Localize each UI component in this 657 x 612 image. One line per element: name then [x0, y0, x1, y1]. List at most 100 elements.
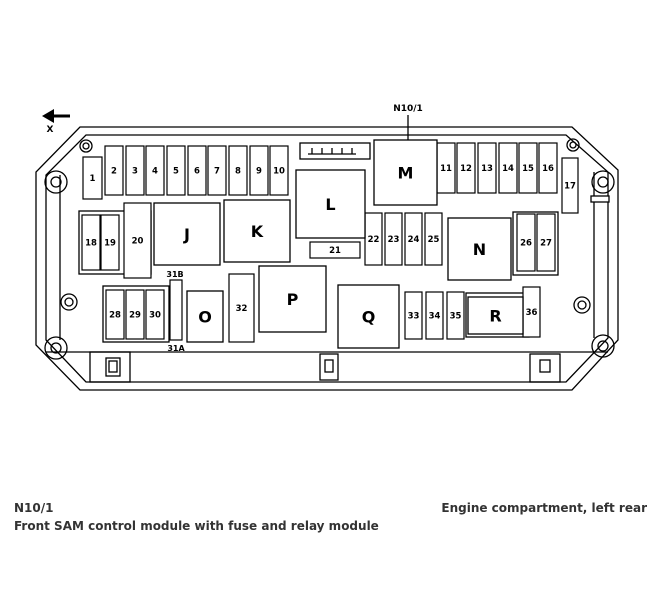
fuse-label-6: 6 — [194, 167, 200, 177]
relay-label-p: P — [287, 290, 299, 309]
fuse-slot-24 — [404, 212, 423, 266]
fuse-slot-19 — [100, 214, 120, 271]
fuse-slot-30 — [145, 289, 165, 340]
relay-r — [467, 296, 524, 335]
fuse-label-14: 14 — [502, 164, 514, 174]
fuse-slot-5 — [166, 145, 186, 196]
direction-label: X — [47, 125, 54, 135]
relay-label-o: O — [198, 308, 212, 327]
fuse-slot-32 — [228, 273, 255, 343]
relay-o — [186, 290, 224, 343]
fuse-label-11: 11 — [440, 164, 452, 174]
relay-m — [373, 139, 438, 206]
fuse-label-4: 4 — [152, 167, 158, 177]
fuse-slot-29 — [125, 289, 145, 340]
fuse-slot-12 — [456, 142, 476, 194]
fuse-label-3: 3 — [132, 167, 138, 177]
fuse-slot-8 — [228, 145, 248, 196]
caption-code: N10/1 — [14, 501, 54, 515]
relay-label-m: M — [398, 164, 414, 183]
fuse-slot-17 — [561, 157, 579, 214]
fuse-slot-1 — [82, 156, 103, 200]
fuse-label-27: 27 — [540, 239, 552, 249]
caption-location: Engine compartment, left rear — [441, 501, 647, 515]
fuse-slot-2 — [104, 145, 124, 196]
fuse-slot-20 — [123, 202, 152, 279]
fuse-label-25: 25 — [428, 235, 440, 245]
relay-label-j: J — [183, 225, 190, 244]
group-bracket-26-27 — [512, 211, 559, 276]
fuse-slot-35 — [446, 291, 465, 340]
fuse-slot-14 — [498, 142, 518, 194]
relay-label-k: K — [251, 222, 264, 241]
fuse-label-13: 13 — [481, 164, 493, 174]
fuse-slot-13 — [477, 142, 497, 194]
fuse-label-35: 35 — [450, 312, 462, 322]
relay-l — [295, 169, 366, 239]
fuse-label-32: 32 — [236, 304, 248, 314]
fuse-slot-10 — [269, 145, 289, 196]
fuse-slot-22 — [364, 212, 383, 266]
fuse-slot-34 — [425, 291, 444, 340]
fuse-label-24: 24 — [408, 235, 420, 245]
fuse-label-29: 29 — [129, 311, 141, 321]
fuse-label-2: 2 — [111, 167, 117, 177]
fuse-label-20: 20 — [132, 237, 144, 247]
fuse-slot-25 — [424, 212, 443, 266]
fuse-slot-9 — [249, 145, 269, 196]
top-connector — [299, 142, 371, 160]
fuse-slot-4 — [145, 145, 165, 196]
housing-rail — [590, 195, 610, 203]
fuse-label-16: 16 — [542, 164, 554, 174]
fuse-label-5: 5 — [173, 167, 179, 177]
relay-p — [258, 265, 327, 333]
fuse-label-36: 36 — [526, 308, 538, 318]
fuse-label-34: 34 — [429, 312, 441, 322]
relay-label-l: L — [325, 195, 335, 214]
housing-inner-outline — [45, 134, 609, 383]
fuse-slot-6 — [187, 145, 207, 196]
fuse-label-17: 17 — [564, 182, 576, 192]
fuse-label-10: 10 — [273, 167, 285, 177]
direction-arrow-icon — [42, 109, 70, 123]
fuse-label-21: 21 — [329, 246, 341, 256]
relay-k — [223, 199, 291, 263]
relay-n — [447, 217, 512, 281]
relay-j — [153, 202, 221, 266]
fuse-slot-16 — [538, 142, 558, 194]
fuse-label-30: 30 — [149, 311, 161, 321]
relay-label-q: Q — [362, 308, 376, 327]
fuse-label-9: 9 — [256, 167, 262, 177]
fuse-label-22: 22 — [368, 235, 380, 245]
fuse-slot-18 — [81, 214, 101, 271]
group-bracket-28-30 — [102, 285, 170, 343]
bottom-tabs — [89, 351, 561, 383]
fuse-label-18: 18 — [85, 239, 97, 249]
relay-q — [337, 284, 400, 349]
fuse-slot-15 — [518, 142, 538, 194]
relay-label-r: R — [489, 307, 501, 326]
fuse-label-28: 28 — [109, 311, 121, 321]
fuse-label-1: 1 — [90, 174, 96, 184]
fuse-slot-23 — [384, 212, 403, 266]
relay-layer: J K L M N O P Q R — [153, 139, 524, 349]
fuse-label-7: 7 — [214, 167, 220, 177]
fuse-slot-31A — [169, 279, 183, 341]
fuse-label-15: 15 — [522, 164, 534, 174]
housing-outline — [35, 126, 619, 391]
fuse-slot-21 — [309, 241, 361, 259]
fuse-slot-28 — [105, 289, 125, 340]
relay-label-n: N — [473, 240, 486, 259]
fuse-slot-7 — [207, 145, 227, 196]
fuse-label-31B: 31B — [166, 270, 183, 279]
mounting-holes — [44, 138, 615, 360]
fuse-slot-26 — [516, 213, 536, 272]
fuse-label-19: 19 — [104, 239, 116, 249]
fuse-label-23: 23 — [388, 235, 400, 245]
fuse-label-31A: 31A — [167, 344, 185, 353]
fuse-label-12: 12 — [460, 164, 472, 174]
fuse-slot-3 — [125, 145, 145, 196]
component-code-label: N10/1 — [393, 104, 423, 114]
